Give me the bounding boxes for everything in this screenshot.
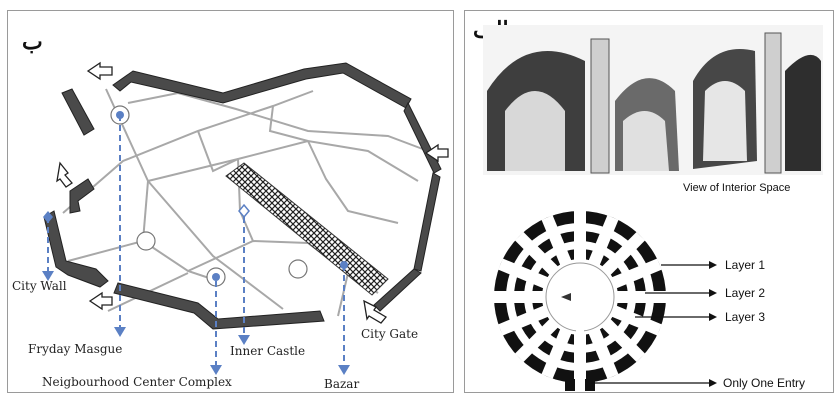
- label-fryday-mosque: Fryday Masgue: [28, 342, 122, 356]
- city-wall: [44, 63, 441, 329]
- label-city-wall: City Wall: [12, 279, 67, 293]
- label-neighbourhood-center: Neigbourhood Center Complex: [42, 375, 232, 389]
- label-layer-3: Layer 3: [725, 310, 765, 324]
- label-only-one-entry: Only One Entry: [723, 376, 805, 390]
- city-plan-panel: ب: [7, 10, 454, 393]
- caption-interior-view: View of Interior Space: [683, 182, 790, 194]
- building-panel: الف View of Interior Space: [464, 10, 834, 393]
- gate-west-icon: [57, 163, 72, 187]
- label-layer-1: Layer 1: [725, 258, 765, 272]
- layer-arrow-heads: [709, 261, 717, 387]
- panel-letter-b: ب: [22, 29, 43, 55]
- building-diagram: الف View of Interior Space: [465, 11, 833, 392]
- city-plan-diagram: ب: [8, 11, 453, 392]
- label-city-gate: City Gate: [361, 327, 418, 341]
- bazaar-corridor: [226, 163, 388, 295]
- label-arrows: [48, 115, 344, 367]
- gate-south-icon: [90, 293, 112, 309]
- interior-sketch: [483, 25, 823, 175]
- gate-north-icon: [88, 63, 112, 79]
- circular-plan: [494, 211, 666, 392]
- label-inner-castle: Inner Castle: [230, 344, 305, 358]
- label-bazar: Bazar: [324, 377, 359, 391]
- label-layer-2: Layer 2: [725, 286, 765, 300]
